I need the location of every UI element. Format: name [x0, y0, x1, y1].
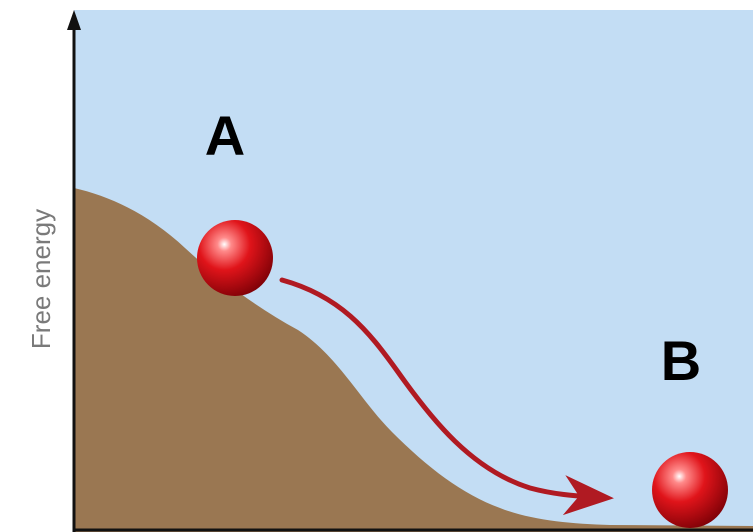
y-axis-label: Free energy	[26, 209, 56, 349]
state-a-label: A	[205, 104, 245, 167]
state-b-label: B	[661, 329, 701, 392]
ball-state-b	[652, 452, 728, 528]
ball-state-a	[197, 220, 273, 296]
